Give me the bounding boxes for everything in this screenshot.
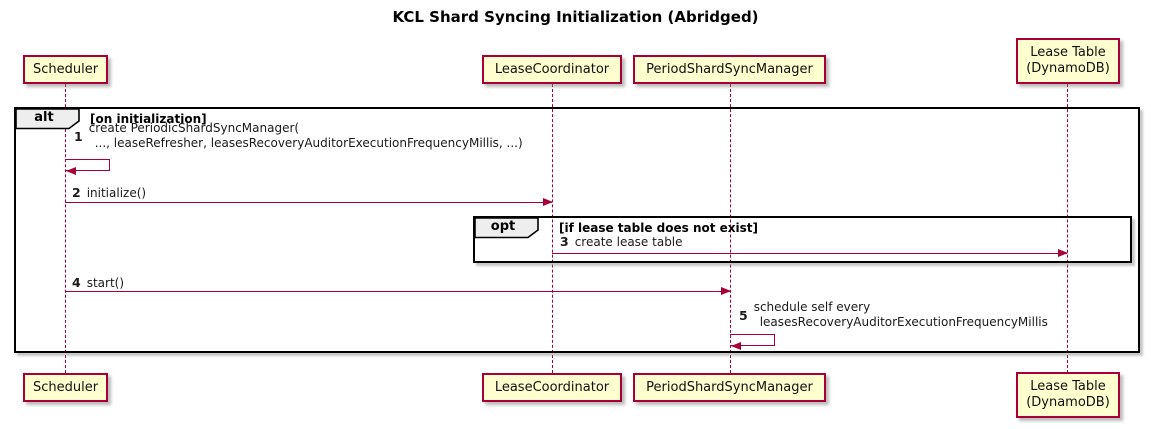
message-5-text-line1: schedule self every bbox=[753, 300, 871, 314]
alt-operator-label: alt bbox=[34, 110, 54, 125]
message-1-text-line2: ..., leaseRefresher, leasesRecoveryAudit… bbox=[94, 136, 523, 150]
participant-period-shard-sync-manager-bottom: PeriodShardSyncManager bbox=[633, 373, 826, 402]
alt-frame: alt [on initialization] bbox=[14, 107, 1140, 353]
alt-condition: [on initialization] bbox=[90, 112, 207, 126]
message-2-arrow bbox=[65, 202, 552, 203]
message-4-text: start() bbox=[86, 275, 125, 290]
opt-frame-tab bbox=[474, 217, 539, 239]
message-3-number: 3 bbox=[560, 234, 569, 249]
arrowhead-icon bbox=[1058, 249, 1068, 257]
participant-lease-table-top: Lease Table (DynamoDB) bbox=[1016, 38, 1120, 84]
message-3: 3 create lease table bbox=[560, 234, 683, 249]
alt-frame-tab bbox=[15, 108, 80, 130]
arrowhead-icon bbox=[731, 342, 741, 350]
message-4-arrow bbox=[65, 291, 730, 292]
message-5: 5 schedule self every leasesRecoveryAudi… bbox=[739, 300, 1048, 330]
participant-lease-table-bottom: Lease Table (DynamoDB) bbox=[1016, 372, 1120, 418]
lifeline-scheduler bbox=[65, 84, 66, 373]
arrowhead-icon bbox=[721, 287, 731, 295]
arrowhead-icon bbox=[543, 198, 553, 206]
participant-period-shard-sync-manager-top: PeriodShardSyncManager bbox=[633, 55, 826, 84]
message-3-arrow bbox=[552, 253, 1067, 254]
participant-scheduler-top: Scheduler bbox=[23, 55, 108, 84]
message-1-number: 1 bbox=[74, 128, 83, 144]
message-5-text-line2: leasesRecoveryAuditorExecutionFrequencyM… bbox=[759, 315, 1048, 329]
diagram-title: KCL Shard Syncing Initialization (Abridg… bbox=[392, 8, 759, 26]
message-2-text: initialize() bbox=[86, 185, 147, 200]
message-1: 1 create PeriodicShardSyncManager( ..., … bbox=[74, 121, 523, 151]
opt-operator-label: opt bbox=[490, 219, 516, 234]
participant-lease-coordinator-bottom: LeaseCoordinator bbox=[482, 373, 622, 402]
message-2: 2 initialize() bbox=[72, 185, 146, 200]
arrowhead-icon bbox=[66, 167, 76, 175]
message-1-self-arrow bbox=[65, 159, 110, 171]
message-1-text-line1: create PeriodicShardSyncManager( bbox=[88, 121, 300, 135]
message-5-number: 5 bbox=[739, 307, 748, 323]
opt-condition: [if lease table does not exist] bbox=[559, 221, 759, 235]
participant-scheduler-bottom: Scheduler bbox=[23, 373, 108, 402]
lifeline-lease-table bbox=[1067, 84, 1068, 373]
lifeline-period-shard-sync-manager bbox=[730, 84, 731, 373]
lifeline-lease-coordinator bbox=[552, 84, 553, 373]
message-5-self-arrow bbox=[730, 334, 775, 346]
message-4: 4 start() bbox=[72, 275, 124, 290]
opt-frame: opt [if lease table does not exist] bbox=[473, 216, 1132, 263]
message-3-text: create lease table bbox=[574, 234, 683, 249]
message-4-number: 4 bbox=[72, 275, 81, 290]
participant-lease-coordinator-top: LeaseCoordinator bbox=[482, 55, 622, 84]
message-2-number: 2 bbox=[72, 185, 81, 200]
